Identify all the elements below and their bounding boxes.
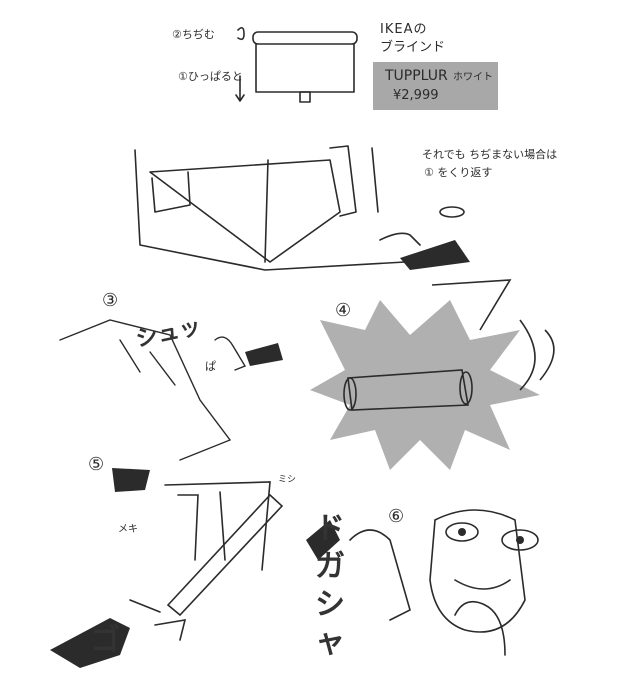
product-title: IKEAの bbox=[380, 22, 428, 37]
panel-number-6: ⑥ bbox=[388, 506, 405, 527]
sfx-go: ゴ bbox=[90, 623, 120, 658]
product-price: ¥2,999 bbox=[393, 88, 439, 103]
product-title-2: ブラインド bbox=[380, 40, 446, 55]
product-name: TUPPLUR bbox=[385, 68, 448, 84]
step-2-label: ②ちぢむ bbox=[172, 28, 215, 41]
shadow-3 bbox=[245, 343, 283, 366]
blind-pull-tab bbox=[299, 91, 311, 103]
sfx-pa: ぱ bbox=[205, 360, 216, 373]
hair-5 bbox=[112, 468, 150, 492]
face-6 bbox=[429, 509, 526, 633]
hand-6b bbox=[454, 600, 506, 656]
hand-sketch bbox=[379, 232, 421, 246]
shadow-5 bbox=[50, 618, 130, 668]
shadow-2 bbox=[400, 240, 470, 270]
sfx-mishi: ミシ bbox=[278, 475, 297, 485]
sfx-shape-6 bbox=[306, 520, 340, 560]
hand-3 bbox=[214, 336, 247, 371]
falling-blind-5 bbox=[166, 493, 284, 617]
speed-lines-4 bbox=[431, 279, 512, 331]
pull-handle bbox=[439, 206, 465, 218]
spiral-icon bbox=[237, 26, 245, 41]
window-frame-5 bbox=[164, 481, 271, 571]
panel-number-3: ③ bbox=[102, 290, 119, 311]
product-color: ホワイト bbox=[453, 72, 493, 83]
panel-number-4: ④ bbox=[335, 300, 352, 321]
blind-roll bbox=[252, 31, 358, 45]
down-arrow-icon bbox=[235, 75, 245, 102]
room-floor-line bbox=[134, 149, 406, 271]
note-line-1: それでも ちぢまない場合は bbox=[422, 148, 558, 161]
rolled-blind bbox=[347, 369, 469, 411]
panel-number-5: ⑤ bbox=[88, 454, 105, 475]
sfx-meki: メキ bbox=[118, 524, 138, 535]
price-tag: TUPPLUR ホワイト ¥2,999 bbox=[373, 62, 498, 110]
fallen-blind bbox=[59, 319, 232, 461]
hand-6a bbox=[349, 529, 411, 621]
burst-shape bbox=[310, 300, 540, 470]
door bbox=[329, 145, 357, 217]
sfx-dogasha: ドガシャ bbox=[315, 511, 345, 660]
step-1-label: ①ひっぱると bbox=[178, 70, 243, 83]
note-line-2: ① をくり返す bbox=[424, 166, 493, 179]
window-blind bbox=[149, 159, 341, 263]
blind-sheet bbox=[255, 43, 355, 93]
window-frame bbox=[151, 171, 191, 213]
